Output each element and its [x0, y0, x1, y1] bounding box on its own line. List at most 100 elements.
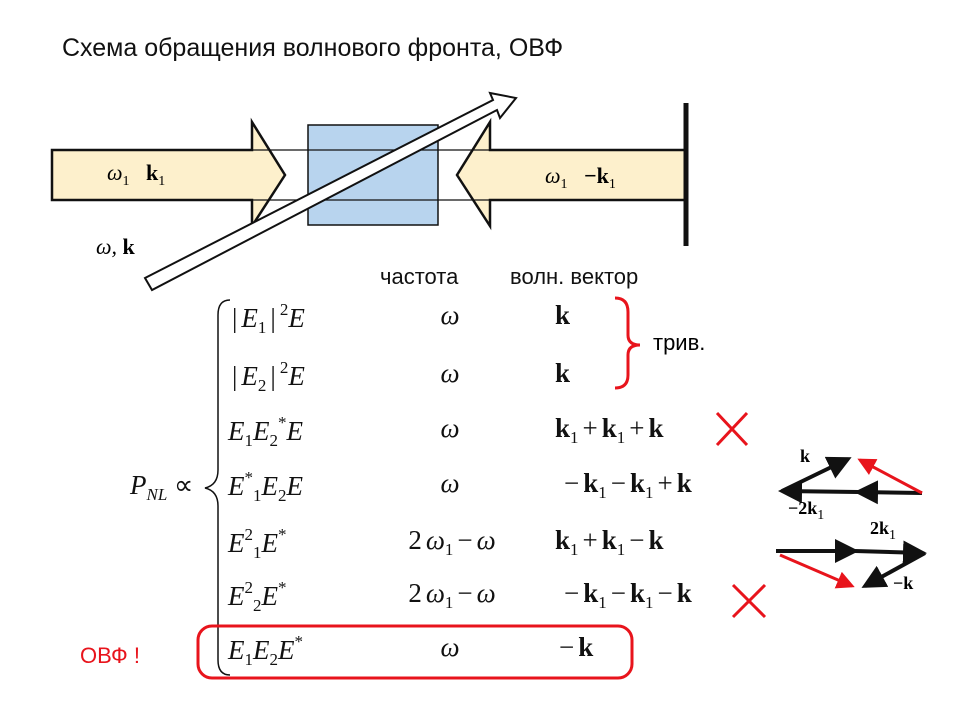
kvec-cell: k1+k1+k [555, 413, 664, 448]
math-token: k [555, 525, 571, 555]
subscript: 1 [122, 174, 130, 189]
math-token: + [582, 413, 598, 443]
math-token: * [244, 468, 254, 487]
math-token: E [288, 361, 305, 391]
math-token: E [228, 635, 245, 665]
math-token: k [648, 413, 664, 443]
math-token: − [457, 525, 473, 555]
omega-symbol: ω [545, 163, 561, 188]
math-token: 1 [253, 543, 262, 562]
subscript: 1 [608, 177, 616, 192]
k-symbol: k [122, 234, 135, 259]
kvec-cell: −k1−k1+k [560, 468, 692, 503]
frequency-header: частота [380, 264, 459, 289]
math-token: ω [425, 525, 445, 555]
math-token: k [676, 578, 692, 608]
subscript: 1 [560, 177, 568, 192]
math-token: − [564, 468, 580, 498]
math-token: 1 [645, 593, 654, 612]
math-token: 1 [444, 593, 454, 612]
math-token: k [555, 413, 571, 443]
math-token: 1 [570, 540, 579, 559]
slide-title: Схема обращения волнового фронта, ОВФ [62, 34, 564, 62]
math-token: 2 [257, 376, 267, 395]
math-token: 1 [257, 318, 267, 337]
system-brace [204, 299, 231, 676]
label-text: 2k [870, 518, 890, 538]
term-expr: E22E* [228, 578, 287, 616]
left-beam-label: ω1 k1 [107, 160, 165, 190]
kvec-cell: −k [555, 632, 593, 663]
math-token: k [555, 358, 571, 388]
p-symbol: P [130, 470, 147, 500]
math-token: k [601, 413, 617, 443]
term-expr: |E1|2E [228, 300, 305, 338]
math-token: E [228, 471, 245, 501]
math-token: − [610, 578, 626, 608]
proportional-symbol: ∝ [174, 470, 194, 500]
math-token: 1 [244, 431, 254, 450]
term-expr: E21E* [228, 525, 287, 563]
wavevector-header: волн. вектор [510, 264, 639, 289]
trivial-label: трив. [653, 330, 706, 355]
right-beam-label: ω1 −k1 [545, 163, 616, 193]
math-token: E [278, 635, 295, 665]
math-token: k [630, 468, 646, 498]
math-token: k [601, 525, 617, 555]
math-token: * [278, 413, 287, 432]
vector-k-label: k [800, 446, 811, 466]
trivial-brace[interactable] [614, 296, 641, 390]
vector-minus-k-label: −k [893, 573, 914, 593]
math-token: − [564, 578, 580, 608]
expr-cell: E*1E2E [228, 468, 303, 506]
pnl-label: PNL ∝ [130, 470, 193, 505]
math-token: 2 [278, 486, 287, 505]
k-symbol: −k [584, 163, 609, 188]
math-token: * [278, 578, 287, 597]
k-symbol: k [146, 160, 159, 185]
expr-cell: E21E* [228, 525, 287, 563]
math-token: − [610, 468, 626, 498]
expr-cell: E1E2E* [228, 632, 303, 670]
math-token: * [294, 632, 304, 651]
math-token: − [657, 578, 673, 608]
kvec-cell: k [555, 358, 570, 389]
math-token: E [228, 528, 245, 558]
vector-2k1-label: 2k1 [870, 518, 896, 544]
probe-beam-arrow [143, 91, 518, 292]
freq-cell: ω [440, 413, 459, 444]
omega-symbol: ω, [96, 234, 118, 259]
math-token: ω [440, 468, 460, 498]
freq-cell: ω [440, 300, 459, 331]
math-token: * [278, 525, 287, 544]
math-token: 2 [279, 300, 289, 319]
math-token: ω [425, 578, 445, 608]
math-token: E [241, 303, 258, 333]
math-token: k [648, 525, 664, 555]
term-kvec: k1+k1+k [555, 413, 664, 448]
kvec-cell: −k1−k1−k [560, 578, 692, 613]
math-token: k [578, 632, 594, 662]
expr-cell: |E1|2E [228, 300, 305, 338]
subscript: 1 [889, 528, 897, 543]
math-token: 1 [444, 540, 454, 559]
term-kvec: k [555, 358, 570, 389]
math-token: ω [476, 525, 496, 555]
vector-diagram-top [778, 456, 923, 505]
kvec-cell: k1+k1−k [555, 525, 664, 560]
math-token: + [629, 413, 645, 443]
omega-symbol: ω [107, 160, 123, 185]
subscript: 1 [158, 174, 166, 189]
subscript: 1 [817, 508, 825, 523]
math-token: E [288, 303, 305, 333]
left-beam-arrow [50, 117, 287, 231]
cross-mark-icon [731, 583, 767, 619]
math-token: k [583, 578, 599, 608]
freq-cell: ω [440, 358, 459, 389]
math-token: ω [440, 358, 460, 388]
math-token: E [286, 471, 304, 501]
vector-minus-2k1-label: −2k1 [788, 498, 824, 524]
